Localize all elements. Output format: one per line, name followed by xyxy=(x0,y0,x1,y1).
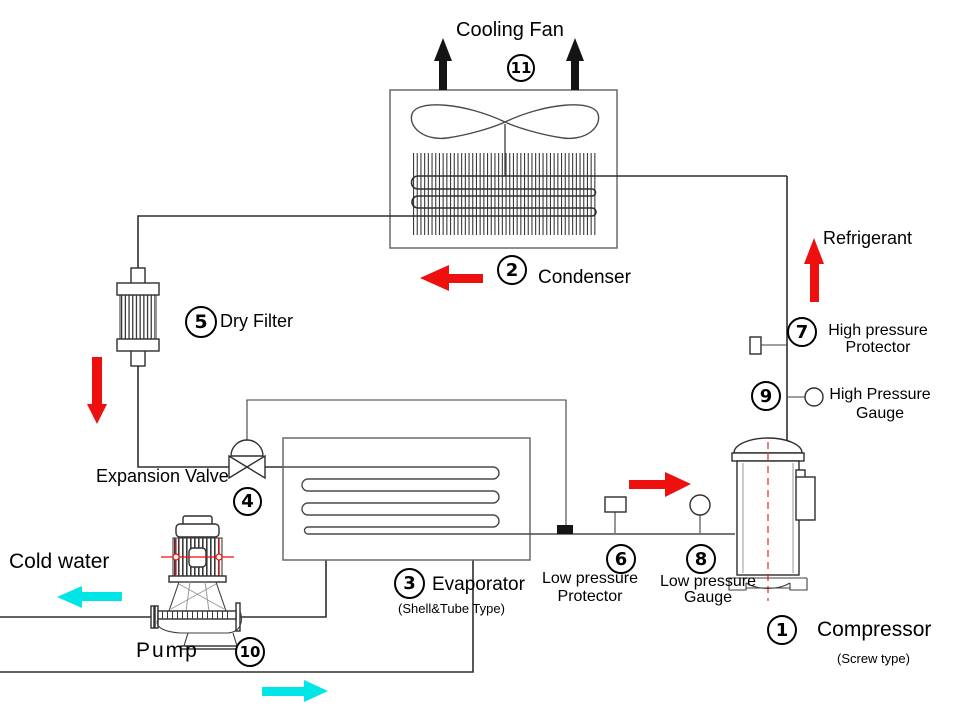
num-lp-gauge: 8 xyxy=(686,544,716,574)
pump-label: Pump xyxy=(136,639,199,662)
cold-water-out-arrow xyxy=(57,586,122,608)
compressor-body xyxy=(728,437,816,601)
pump-inlet-flange xyxy=(150,605,155,629)
cooling-fan-label: Cooling Fan xyxy=(456,19,564,41)
num-hp-gauge: 9 xyxy=(751,381,781,411)
num-expansion-valve: 4 xyxy=(233,487,262,516)
hp-gauge-line1: High Pressure xyxy=(829,386,931,403)
txv-capillary xyxy=(246,399,567,526)
hp-protector-symbol xyxy=(749,336,787,355)
pump-centerline-marks xyxy=(161,539,234,575)
num-evaporator: 3 xyxy=(394,568,425,599)
water-return-arrow xyxy=(262,680,328,702)
compressor-label: Compressor xyxy=(817,618,932,641)
evaporator-shell xyxy=(282,437,531,561)
lp-protector-label: Low pressure Protector xyxy=(538,570,642,606)
num-condenser: 2 xyxy=(497,255,527,285)
lp-gauge-line1: Low pressure xyxy=(659,573,757,590)
condenser-label: Condenser xyxy=(538,267,631,288)
lp-gauge-symbol xyxy=(689,494,711,533)
num-dry-filter: 5 xyxy=(185,306,217,338)
refrigerant-label: Refrigerant xyxy=(823,228,913,248)
lp-gauge-line2: Gauge xyxy=(683,589,733,606)
flow-arrow-refrigerant-up xyxy=(804,238,824,302)
lp-gauge-label: Low pressure Gauge xyxy=(658,574,758,606)
evaporator-sublabel: (Shell&Tube Type) xyxy=(398,601,505,616)
evaporator-label: Evaporator xyxy=(432,574,525,595)
flow-arrow-liquid-down xyxy=(87,357,107,424)
volute-casing xyxy=(156,610,243,634)
expansion-valve-symbol xyxy=(228,439,266,480)
num-hp-protector: 7 xyxy=(787,317,817,347)
hp-gauge-symbol xyxy=(787,387,824,407)
hp-protector-line1: High pressure xyxy=(828,322,928,339)
num-lp-protector: 6 xyxy=(606,544,636,574)
lp-protector-line2: Protector xyxy=(557,588,623,605)
lp-protector-symbol xyxy=(604,496,627,533)
water-pipes xyxy=(0,560,474,673)
evaporator-coil-suction-line xyxy=(283,466,735,535)
dry-filter-label: Dry Filter xyxy=(220,311,293,331)
flow-arrow-condenser-left xyxy=(420,265,483,291)
hp-gauge-label: High Pressure Gauge xyxy=(826,385,934,423)
condenser-unit xyxy=(389,89,618,249)
compressor-sublabel: (Screw type) xyxy=(837,651,910,666)
sensing-bulb xyxy=(557,525,573,534)
hp-protector-label: High pressure Protector xyxy=(824,322,932,356)
hp-gauge-line2: Gauge xyxy=(855,405,905,422)
cold-water-label: Cold water xyxy=(9,550,110,573)
valve-diaphragm-dome xyxy=(230,439,264,457)
fan-air-arrows xyxy=(434,38,584,90)
num-compressor: 1 xyxy=(767,615,797,645)
fan-blade-icon xyxy=(410,104,600,176)
pump-stand xyxy=(168,581,227,612)
num-cooling-fan: 11 xyxy=(507,54,535,82)
condenser-coil-pipe xyxy=(137,175,787,268)
expansion-valve-label: Expansion Valve xyxy=(96,466,229,486)
terminal-box xyxy=(795,476,816,521)
num-pump: 10 xyxy=(235,637,265,667)
compressor-base xyxy=(728,577,808,591)
pump-assembly xyxy=(150,515,244,650)
lp-protector-line1: Low pressure xyxy=(541,570,639,587)
hp-protector-line2: Protector xyxy=(845,339,911,356)
flow-arrow-suction-right xyxy=(629,472,691,497)
dry-filter xyxy=(116,267,160,367)
